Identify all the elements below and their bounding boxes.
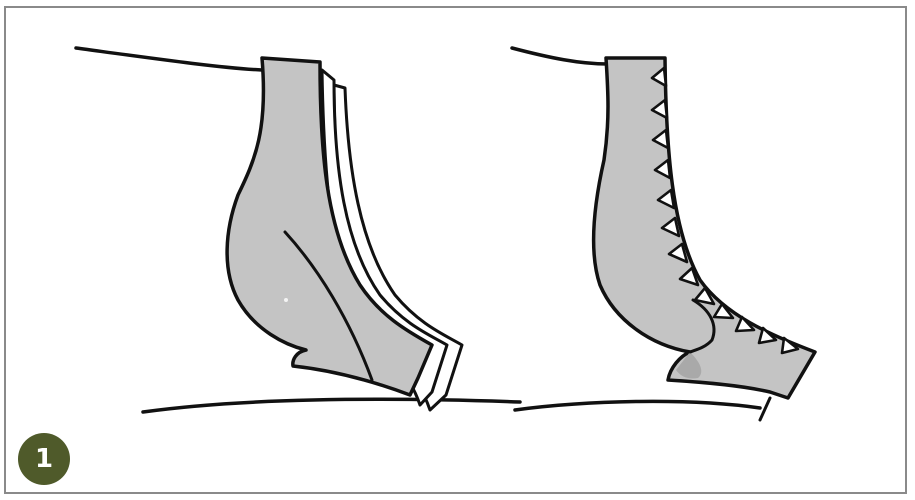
left-panel-layered-allowances bbox=[76, 48, 520, 412]
step-number: 1 bbox=[35, 446, 53, 472]
step-number-badge: 1 bbox=[18, 433, 70, 485]
left-highlight bbox=[284, 298, 288, 302]
right-panel-notched-allowance bbox=[512, 48, 815, 420]
right-tail-stroke bbox=[760, 398, 770, 420]
left-bottom-curve bbox=[143, 399, 520, 412]
left-top-curve bbox=[76, 48, 262, 70]
right-bottom-curve bbox=[515, 401, 760, 410]
right-top-curve bbox=[512, 48, 608, 64]
